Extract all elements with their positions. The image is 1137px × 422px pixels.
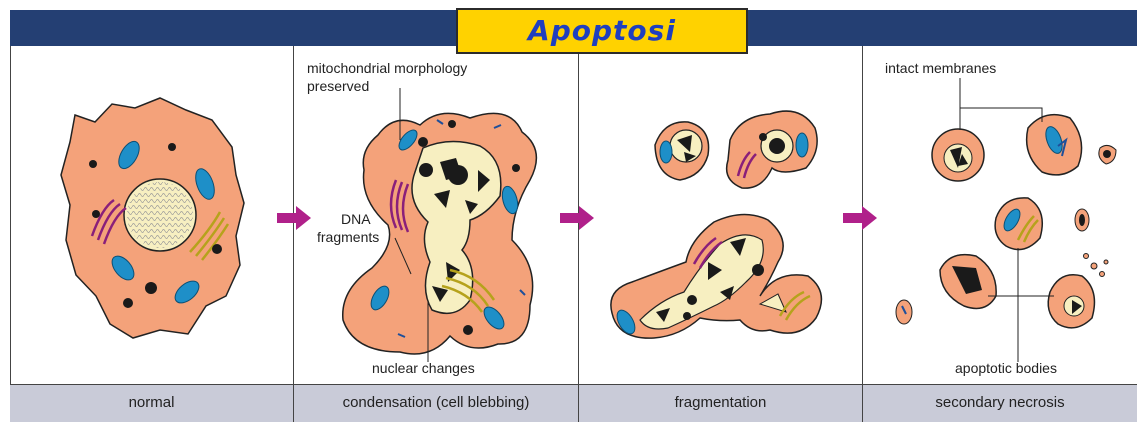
caption-normal: normal — [10, 384, 293, 422]
arrow-icon — [277, 206, 311, 230]
nuclear-changes-label: nuclear changes — [372, 360, 475, 377]
caption-fragmentation: fragmentation — [579, 384, 862, 422]
dna-label-line2: fragments — [317, 229, 379, 246]
condensing-cell — [343, 88, 537, 362]
caption-secondary-necrosis: secondary necrosis — [863, 384, 1137, 422]
intact-membranes-label: intact membranes — [885, 60, 996, 77]
arrow-icon — [560, 206, 594, 230]
fragmenting-cell — [611, 111, 822, 338]
arrow-icon — [843, 206, 877, 230]
apoptotic-bodies — [896, 78, 1116, 362]
caption-condensation: condensation (cell blebbing) — [294, 384, 578, 422]
mitochondrial-label: mitochondrial morphology — [307, 60, 467, 77]
page-title: Apoptosi — [456, 8, 748, 54]
mitochondrial-label-line2: preserved — [307, 78, 369, 95]
dna-label: DNA — [341, 211, 371, 228]
normal-cell — [61, 98, 244, 338]
apoptotic-bodies-label: apoptotic bodies — [955, 360, 1057, 377]
